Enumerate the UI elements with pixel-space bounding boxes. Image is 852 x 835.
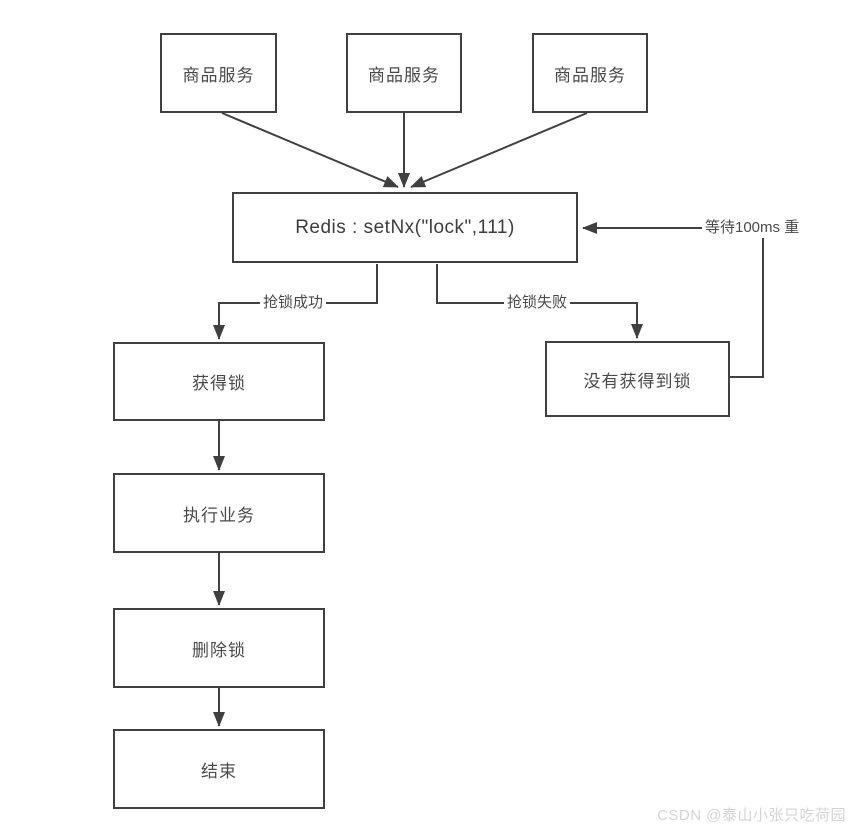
node-product-service-3: 商品服务 [532, 33, 648, 113]
node-end: 结束 [113, 729, 325, 809]
node-lock-not-acquired: 没有获得到锁 [545, 341, 730, 417]
node-product-service-1: 商品服务 [160, 33, 277, 113]
node-execute-business: 执行业务 [113, 473, 325, 553]
csdn-watermark: CSDN @泰山小张只吃荷园 [657, 807, 846, 824]
node-redis-setnx: Redis : setNx("lock",111) [232, 192, 578, 263]
edge-label-lock-fail: 抢锁失败 [504, 293, 571, 313]
edge-retry-to-redis [582, 222, 764, 378]
edge-service3-to-redis [410, 112, 588, 188]
edge-label-lock-success: 抢锁成功 [260, 293, 327, 313]
edge-label-retry-wait: 等待100ms 重 [702, 218, 803, 238]
node-lock-acquired: 获得锁 [113, 342, 325, 421]
node-delete-lock: 删除锁 [113, 608, 325, 688]
node-product-service-2: 商品服务 [346, 33, 462, 113]
edge-service1-to-redis [221, 112, 399, 188]
